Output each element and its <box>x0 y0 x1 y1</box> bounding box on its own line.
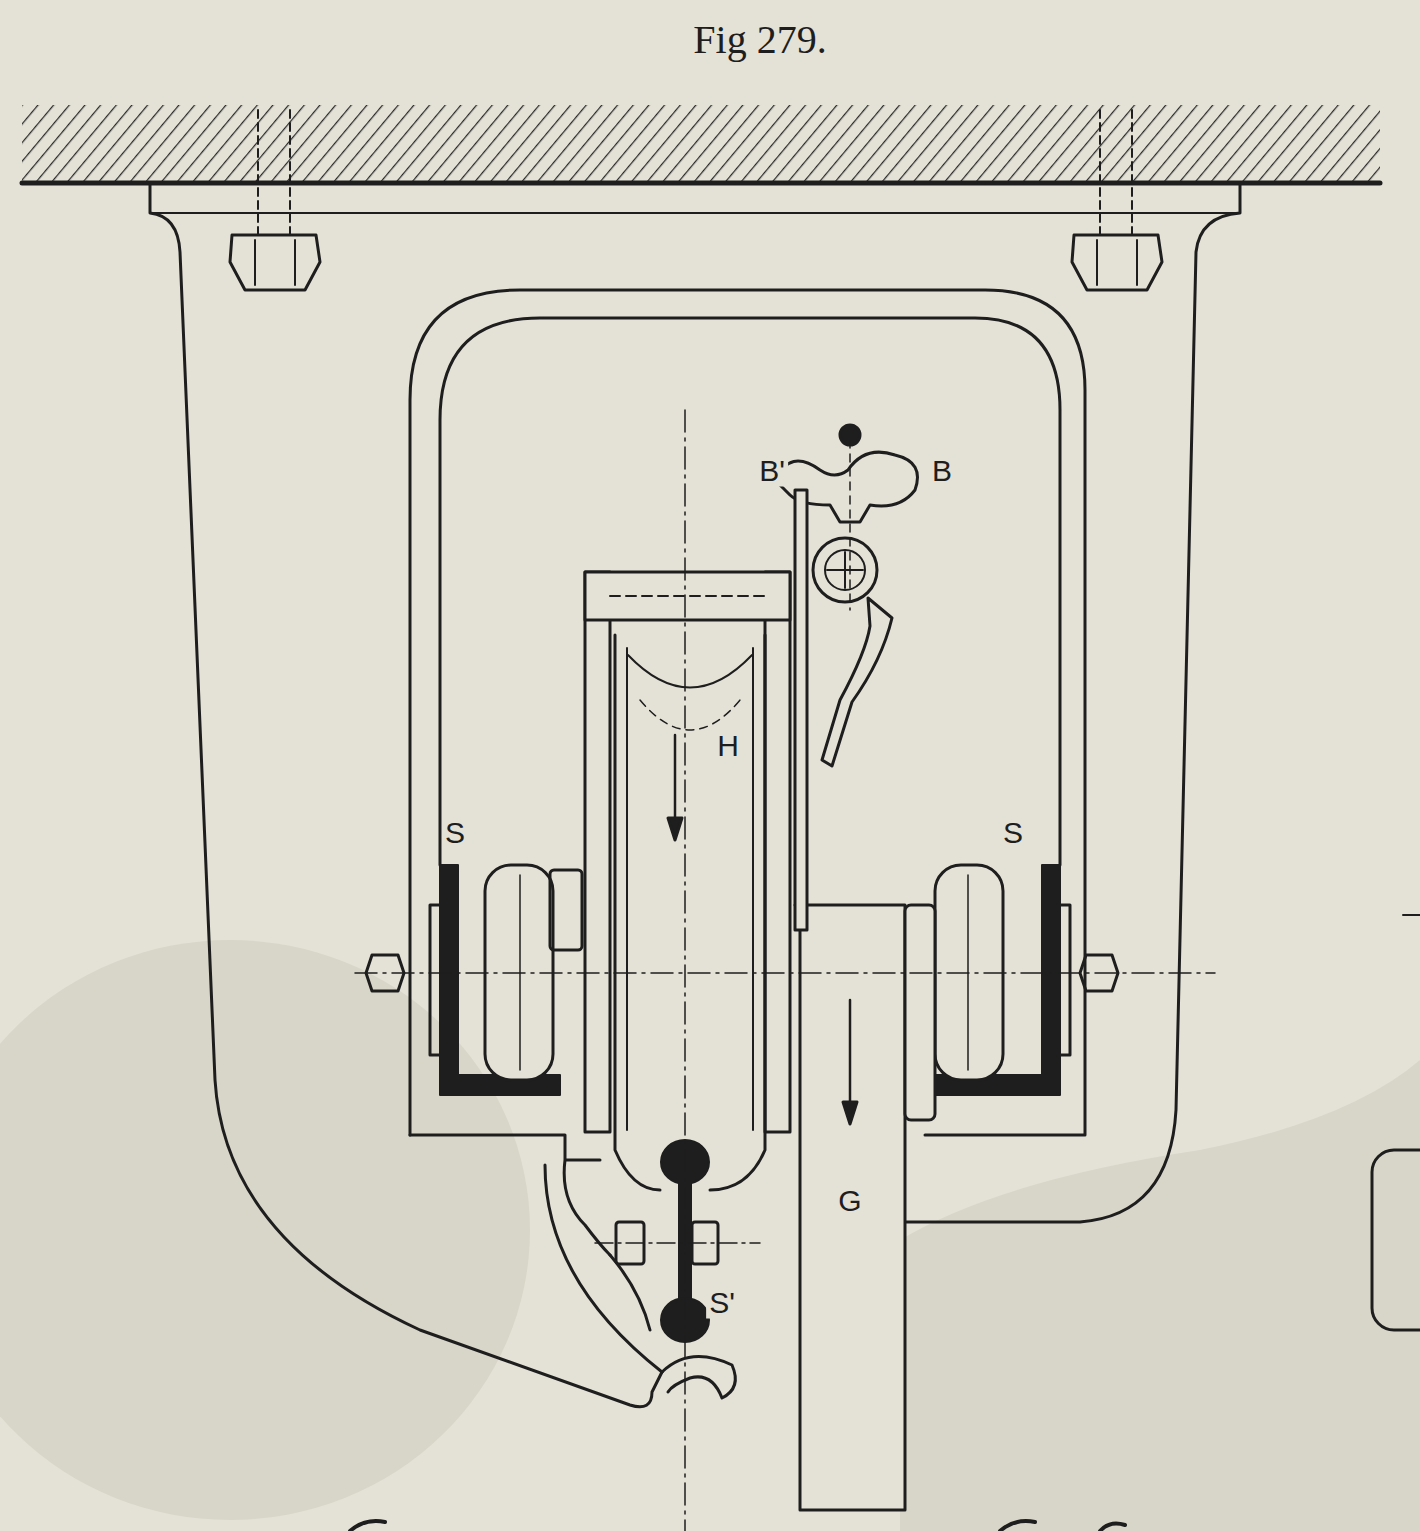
hook <box>662 1356 735 1398</box>
frame-bar <box>585 572 790 620</box>
rail-plate <box>1058 905 1070 1055</box>
part-letter: G <box>835 1184 864 1217</box>
part-letter: B' <box>756 454 788 487</box>
rail-s <box>440 865 560 1095</box>
axle-line <box>355 972 1215 974</box>
figure-title: Fig 279. <box>693 18 826 62</box>
force-arrow <box>849 1000 852 1108</box>
part-letter: S <box>1000 816 1026 849</box>
part-letter: H <box>714 729 742 762</box>
frame-plate <box>765 572 790 1132</box>
ceiling-line <box>22 181 1380 186</box>
guide-plate <box>800 905 905 1510</box>
ceiling-hatch <box>22 105 1380 181</box>
adjacent-figure <box>1372 1150 1420 1330</box>
latch-bar <box>795 490 807 930</box>
part-letter: S' <box>706 1286 738 1319</box>
housing-outline <box>905 185 1240 1222</box>
frame-plate <box>585 572 610 1132</box>
sheave <box>615 635 765 1190</box>
center-line <box>684 410 686 1531</box>
latch-lever <box>822 598 892 766</box>
force-arrow <box>674 735 677 825</box>
arch-outline <box>410 290 1085 1135</box>
rail-plate <box>430 905 442 1055</box>
rail-s <box>935 865 1060 1095</box>
lower-housing <box>410 1135 610 1255</box>
ceiling-bolt <box>230 110 1162 290</box>
roller-nut <box>550 870 582 950</box>
lower-housing <box>545 1165 662 1372</box>
part-letter: B <box>929 454 955 487</box>
arch-outline <box>440 318 1060 865</box>
part-letter: S <box>442 816 468 849</box>
housing-outline <box>150 185 662 1407</box>
hub <box>905 905 935 1120</box>
latch-wheel <box>813 538 877 602</box>
